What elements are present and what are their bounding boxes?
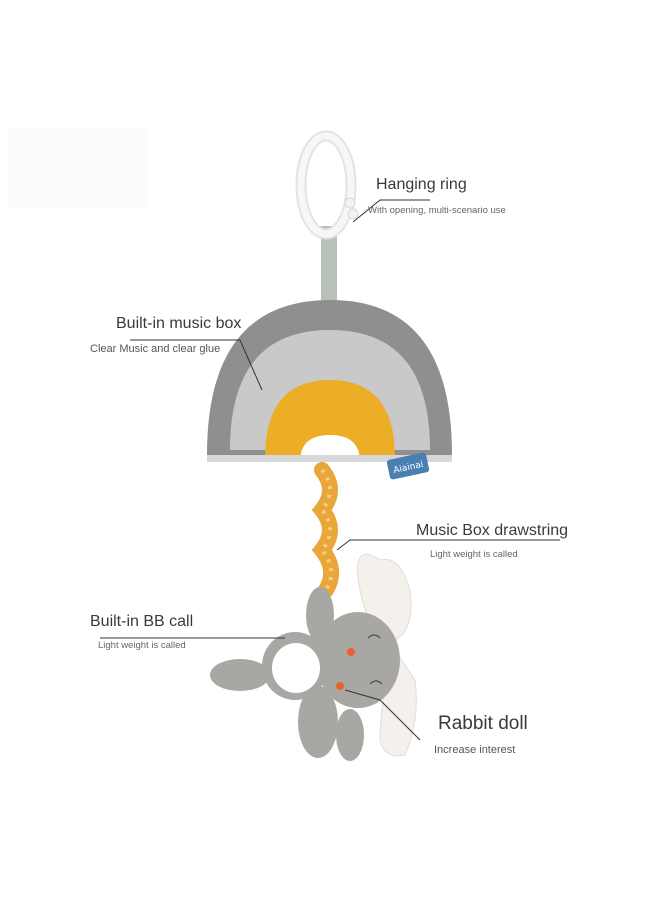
hanging-ring-title: Hanging ring	[376, 176, 467, 193]
leader-hanging-ring	[352, 199, 430, 223]
leader-rabbit	[344, 689, 421, 741]
bb-call-title: Built-in BB call	[90, 613, 194, 630]
leader-music-box	[130, 339, 263, 391]
hanging-ring-subtitle: With opening, multi-scenario use	[368, 205, 506, 216]
hanging-ring	[295, 130, 359, 240]
background-patch	[8, 128, 148, 208]
rabbit-doll	[210, 553, 417, 761]
music-box-subtitle: Clear Music and clear glue	[90, 343, 221, 355]
brand-tag: Aiainai	[386, 452, 430, 480]
rabbit-doll-title: Rabbit doll	[438, 713, 528, 734]
leader-drawstring	[336, 539, 560, 551]
drawstring-subtitle: Light weight is called	[430, 549, 518, 560]
leader-lines	[100, 199, 560, 741]
rainbow-music-box	[207, 300, 452, 462]
drawstring-title: Music Box drawstring	[416, 522, 569, 539]
bb-call-subtitle: Light weight is called	[98, 640, 186, 651]
music-box-title: Built-in music box	[116, 315, 242, 332]
rabbit-doll-subtitle: Increase interest	[434, 744, 516, 756]
drawstring-ribbon	[311, 462, 340, 598]
hanging-strap	[321, 226, 337, 306]
